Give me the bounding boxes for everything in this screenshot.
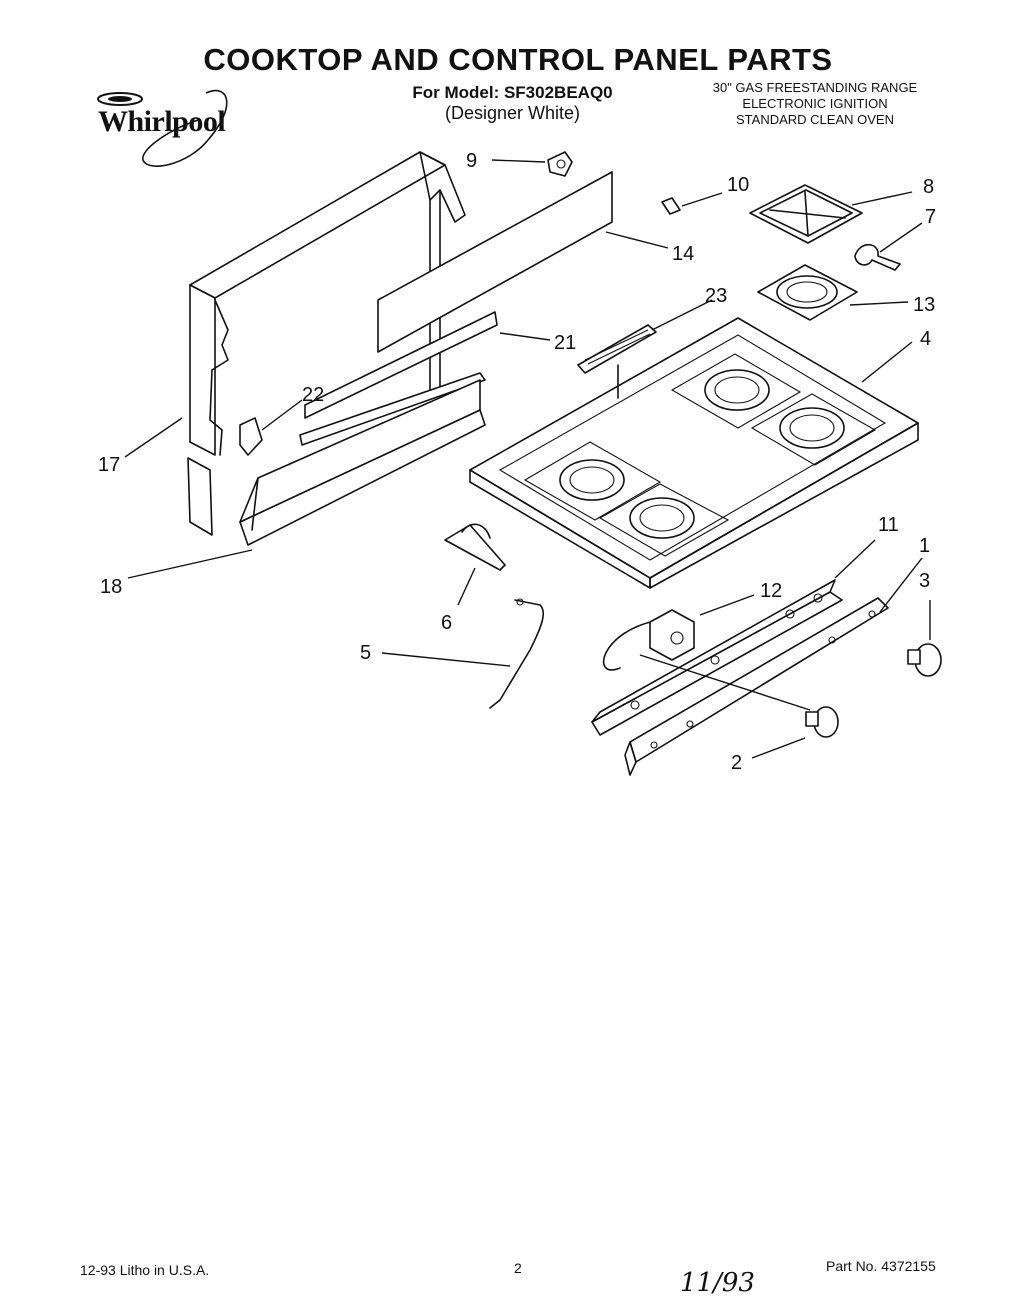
part-11-console-panel (591, 579, 843, 736)
part-5-electrode-wire (489, 598, 545, 709)
part-number: Part No. 4372155 (826, 1258, 936, 1274)
part-1-manifold-rail (624, 597, 889, 776)
part-22-clip (239, 417, 263, 456)
callout-13: 13 (913, 294, 936, 316)
part-10-screw (661, 197, 681, 215)
callout-18: 18 (100, 576, 123, 598)
callout-17: 17 (98, 454, 121, 476)
callout-14: 14 (672, 243, 695, 265)
part-6-bracket (444, 523, 506, 571)
callout-2: 2 (731, 752, 743, 774)
part-7-igniter-clip (854, 243, 901, 271)
model-info: For Model: SF302BEAQ0 (Designer White) (405, 82, 620, 124)
handwritten-date: 11/93 (680, 1268, 755, 1298)
page-title: COOKTOP AND CONTROL PANEL PARTS (203, 42, 833, 77)
part-4-cooktop (469, 317, 919, 589)
callout-10: 10 (727, 174, 750, 196)
part-14-control-panel-overlay (377, 171, 613, 353)
part-18-manifold-panel (239, 372, 486, 546)
part-13-burner-base (757, 264, 858, 321)
part-8-burner-grate (749, 184, 863, 244)
whirlpool-logo-icon (97, 89, 228, 167)
callout-1: 1 (919, 535, 931, 557)
model-variant: (Designer White) (444, 103, 581, 123)
brand-name: Whirlpool (98, 105, 226, 138)
callout-3: 3 (919, 570, 931, 592)
part-12-timer-module (649, 609, 695, 661)
part-23-vent-grille (577, 324, 657, 399)
litho-note: 12-93 Litho in U.S.A. (80, 1262, 210, 1278)
part-2-control-knob (805, 706, 839, 738)
callout-9: 9 (466, 150, 478, 172)
callout-23: 23 (705, 285, 728, 307)
model-number: For Model: SF302BEAQ0 (412, 83, 613, 102)
burner-well-rear-left (670, 353, 802, 429)
callout-12: 12 (760, 580, 783, 602)
callout-4: 4 (920, 328, 932, 350)
part-9-fastener (547, 151, 573, 177)
burner-well-rear-right (750, 393, 877, 466)
leader-lines (124, 159, 931, 759)
callout-22: 22 (302, 384, 325, 406)
callout-6: 6 (441, 612, 453, 634)
spec-line-2: ELECTRONIC IGNITION (742, 96, 888, 111)
callout-7: 7 (925, 206, 937, 228)
callout-21: 21 (554, 332, 577, 354)
callout-5: 5 (360, 642, 372, 664)
spec-block: 30" GAS FREESTANDING RANGE ELECTRONIC IG… (690, 80, 940, 128)
spec-line-1: 30" GAS FREESTANDING RANGE (712, 80, 918, 95)
callout-8: 8 (923, 176, 935, 198)
part-3-control-knob (907, 643, 942, 677)
page-number: 2 (514, 1260, 522, 1276)
spec-line-3: STANDARD CLEAN OVEN (736, 112, 894, 127)
burner-well-front-left (523, 441, 662, 521)
callout-11: 11 (878, 514, 899, 536)
burner-well-front-right (598, 483, 730, 557)
part-21-trim-strip (304, 311, 498, 419)
